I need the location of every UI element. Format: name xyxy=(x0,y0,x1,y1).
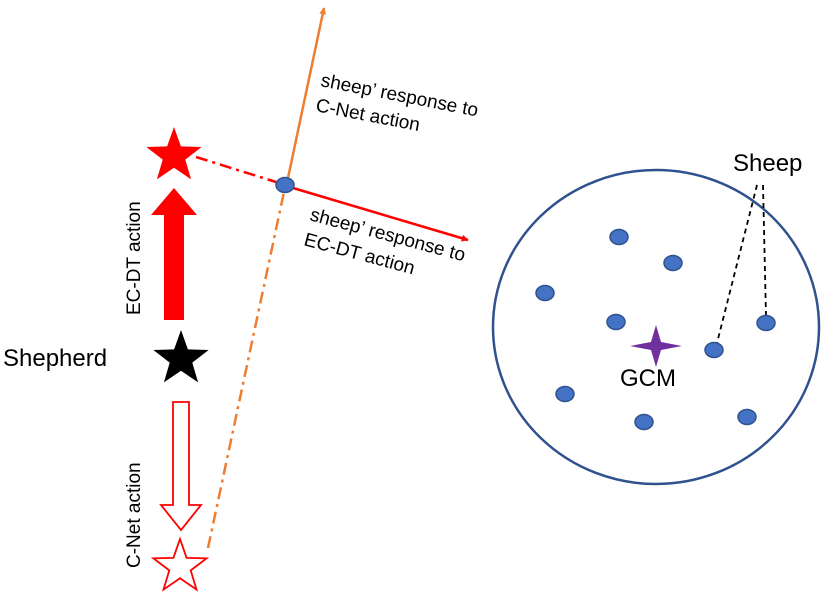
cnet-path-line xyxy=(206,191,286,549)
shepherd-label: Shepherd xyxy=(3,345,107,372)
sheep xyxy=(756,314,776,332)
sheep xyxy=(704,341,724,359)
sheep-leader-line-1 xyxy=(716,184,758,344)
sheep xyxy=(737,408,757,426)
sheep-leader-line-2 xyxy=(762,184,767,317)
gcm-label: GCM xyxy=(620,365,676,392)
sheep xyxy=(663,254,683,272)
cnet-action-arrow xyxy=(159,401,203,532)
ecdt-response-arrow xyxy=(292,186,469,242)
sheep-label: Sheep xyxy=(733,150,802,177)
ecdt-path-line xyxy=(195,155,277,184)
red-filled-star-icon xyxy=(146,127,202,180)
shepherd-star-icon xyxy=(153,330,209,383)
ecdt-action-arrow xyxy=(151,188,197,320)
cnet-action-label: C-Net action xyxy=(124,462,145,568)
responding-sheep xyxy=(275,176,295,194)
ecdt-action-label: EC-DT action xyxy=(124,201,145,315)
herd-circle xyxy=(491,168,821,486)
gcm-star-icon xyxy=(630,325,682,367)
sheep xyxy=(606,313,626,331)
sheep xyxy=(634,413,654,431)
sheep xyxy=(555,385,575,403)
cnet-response-arrow xyxy=(286,7,327,179)
sheep xyxy=(609,228,629,246)
red-outline-star-icon xyxy=(150,536,210,592)
sheep xyxy=(535,284,555,302)
